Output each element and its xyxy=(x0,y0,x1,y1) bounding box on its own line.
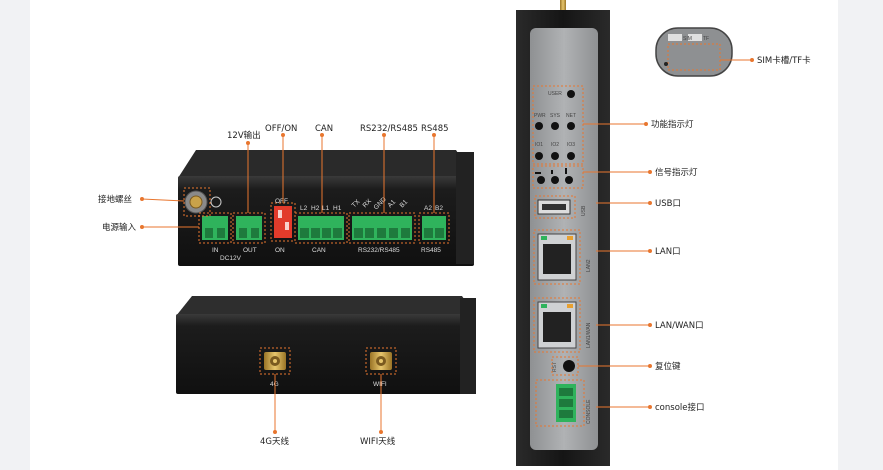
callout-usb-port: USB口 xyxy=(655,199,681,209)
signal-led-group xyxy=(532,165,584,189)
front-panel-device: USER PWR SYS NET IO1 IO2 IO3 USB L xyxy=(516,0,610,466)
rs485-pin-label: B2 xyxy=(435,205,443,212)
serial-pin-label: A1 xyxy=(387,198,398,209)
label-off: OFF xyxy=(275,198,288,205)
ground-screw xyxy=(184,190,222,214)
callout-12v-out: 12V输出 xyxy=(227,130,261,141)
label-io3: IO3 xyxy=(567,142,575,148)
sma-connector-4g xyxy=(264,352,286,370)
dip-switch xyxy=(274,206,292,238)
rear-panel-device: IN OUT DC12V ON OFF CAN RS232/RS485 RS48… xyxy=(178,150,474,266)
callout-function-leds: 功能指示灯 xyxy=(651,119,694,130)
label-in: IN xyxy=(212,247,219,254)
can-pin-label: H1 xyxy=(333,205,342,212)
label-pwr: PWR xyxy=(534,113,546,119)
label-net: NET xyxy=(566,113,576,119)
can-pin-label: H2 xyxy=(311,205,320,212)
label-rst: RST xyxy=(552,362,558,372)
callout-ground-screw: 接地螺丝 xyxy=(98,194,133,205)
can-pin-labels: L2 H2 L1 H1 xyxy=(300,205,342,212)
label-4g: 4G xyxy=(270,381,279,388)
callout-lan-wan-port: LAN/WAN口 xyxy=(655,321,704,331)
callout-wifi-antenna: WIFI天线 xyxy=(360,436,396,447)
lan2-socket: LAN2 xyxy=(533,229,592,285)
lan1-wan-socket: LAN1/WAN xyxy=(533,297,592,353)
label-lan1-wan: LAN1/WAN xyxy=(586,322,592,348)
reset-button: RST xyxy=(551,356,579,376)
label-usb: USB xyxy=(581,205,587,216)
label-console: CONSOLE xyxy=(586,399,592,424)
label-wifi: WIFI xyxy=(373,381,387,388)
label-out: OUT xyxy=(243,247,257,254)
label-rs232-rs485: RS232/RS485 xyxy=(358,247,400,254)
callout-off-on: OFF/ON xyxy=(265,124,297,134)
serial-pin-label: B1 xyxy=(399,198,410,209)
antenna-side-device: 4G WIFI xyxy=(176,296,476,394)
callout-can: CAN xyxy=(315,124,333,134)
callout-rs232-rs485: RS232/RS485 xyxy=(360,124,418,134)
usb-socket: USB xyxy=(534,195,587,219)
sma-connector-wifi xyxy=(370,352,392,370)
callout-rs485: RS485 xyxy=(421,124,449,134)
callout-power-input: 电源输入 xyxy=(102,222,137,233)
callout-reset-key: 复位键 xyxy=(655,361,681,372)
callout-console-port: console接口 xyxy=(655,402,704,413)
label-can: CAN xyxy=(312,247,326,254)
label-io2: IO2 xyxy=(551,142,559,148)
callout-lan-port: LAN口 xyxy=(655,247,681,257)
label-tf: TF xyxy=(703,36,709,42)
serial-pin-label: RX xyxy=(362,197,374,209)
callout-signal-leds: 信号指示灯 xyxy=(655,167,698,178)
terminal-rs485 xyxy=(422,216,446,240)
label-sys: SYS xyxy=(550,113,561,119)
rs485-pin-label: A2 xyxy=(424,205,432,212)
label-lan2: LAN2 xyxy=(586,259,592,272)
callout-sim-tf: SIM卡槽/TF卡 xyxy=(757,55,811,66)
console-terminal: CONSOLE xyxy=(535,379,592,427)
label-on: ON xyxy=(275,247,285,254)
label-rs485: RS485 xyxy=(421,247,441,254)
antenna-stub xyxy=(560,0,566,14)
label-user: USER xyxy=(548,91,562,97)
can-pin-label: L1 xyxy=(322,205,330,212)
terminal-can xyxy=(298,216,344,240)
label-dc12v: DC12V xyxy=(220,255,242,262)
terminal-rs232-rs485 xyxy=(352,216,412,240)
callout-lines xyxy=(140,58,754,434)
label-io1: IO1 xyxy=(535,142,543,148)
label-sim: SIM xyxy=(683,36,692,42)
callout-4g-antenna: 4G天线 xyxy=(260,436,289,447)
serial-pin-label: TX xyxy=(351,198,362,209)
rs485-pin-labels: A2 B2 xyxy=(424,205,443,212)
sim-tf-inset: SIM TF xyxy=(655,27,733,77)
terminal-dc-out xyxy=(236,216,262,240)
terminal-dc-in xyxy=(202,216,228,240)
can-pin-label: L2 xyxy=(300,205,308,212)
